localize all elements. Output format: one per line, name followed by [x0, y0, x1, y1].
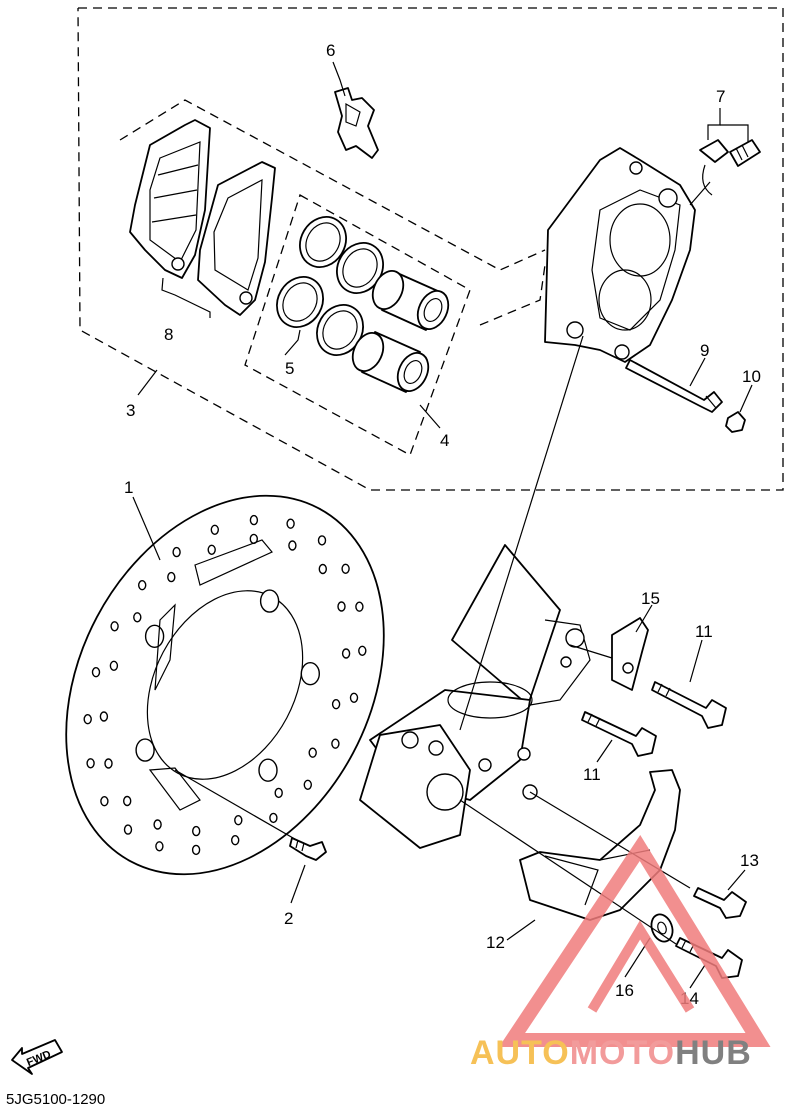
guard-bolt-upper[interactable] [581, 711, 657, 757]
disc-vent-hole [122, 795, 132, 807]
watermark-logo: AUTOMOTOHUB [470, 835, 771, 1072]
callout-12: 12 [486, 933, 505, 952]
callout-8: 8 [164, 325, 173, 344]
disc-vent-hole [91, 667, 101, 678]
hose-guide[interactable] [611, 617, 649, 691]
disc-vent-hole [303, 779, 312, 790]
disc-vent-hole [288, 540, 297, 551]
disc-vent-hole [109, 660, 119, 671]
disc-vent-hole [331, 699, 341, 710]
disc-vent-hole [274, 787, 283, 799]
disc-vent-hole [207, 544, 216, 555]
front-fork-leg [359, 544, 591, 849]
pad-set-boundary [119, 99, 546, 271]
callout-10: 10 [742, 367, 761, 386]
disc-mount-boss [135, 738, 155, 762]
disc-vent-hole [286, 518, 295, 529]
disc-mount-boss [258, 758, 278, 782]
disc-mount-boss [300, 662, 320, 686]
disc-vent-hole [100, 796, 109, 807]
disc-vent-hole [308, 747, 317, 758]
disc-mount-boss [144, 624, 165, 648]
watermark-hub: HUB [675, 1034, 752, 1072]
callout-3: 3 [126, 401, 135, 420]
disc-vent-hole [358, 645, 367, 656]
disc-vent-hole [337, 601, 346, 612]
disc-vent-hole [331, 738, 340, 749]
disc-vent-hole [86, 758, 95, 769]
disc-vent-hole [318, 563, 327, 575]
disc-vent-hole [249, 514, 259, 526]
brake-pad-inner[interactable] [197, 161, 276, 316]
disc-vent-hole [341, 563, 350, 574]
disc-vent-hole [153, 819, 162, 830]
caliper-assembly-boundary [77, 7, 784, 491]
callout-15: 15 [641, 589, 660, 608]
brake-caliper-body[interactable] [544, 147, 696, 363]
svg-text:AUTOMOTOHUB: AUTOMOTOHUB [470, 1034, 752, 1072]
watermark-triangle [498, 835, 771, 1047]
callout-1: 1 [124, 478, 133, 497]
watermark-moto: MOTO [570, 1034, 675, 1072]
pin-plug-nut[interactable] [725, 411, 746, 433]
disc-vent-hole [349, 692, 359, 703]
disc-vent-hole [172, 546, 181, 558]
callout-11a: 11 [695, 622, 713, 641]
hose-guide-bolt[interactable] [651, 681, 727, 729]
callout-labels: 1 2 3 4 5 6 7 8 9 10 11 11 12 13 14 15 1… [124, 41, 761, 1008]
disc-vent-hole [341, 648, 351, 659]
callout-16: 16 [615, 981, 634, 1000]
pad-spring-part[interactable] [334, 87, 379, 159]
callout-9: 9 [700, 341, 709, 360]
caliper-pistons[interactable] [347, 266, 454, 396]
caliper-pin-bolt[interactable] [625, 359, 723, 413]
callout-6: 6 [326, 41, 335, 60]
disc-bolt[interactable] [289, 837, 327, 861]
piston-kit-boundary [244, 194, 471, 456]
brake-pad-outer[interactable] [129, 119, 211, 279]
leader-lines [132, 61, 753, 989]
disc-vent-hole [133, 612, 142, 623]
disc-vent-hole [137, 580, 147, 591]
forward-arrow: FWD [11, 1039, 63, 1075]
disc-vent-hole [191, 825, 201, 837]
disc-vent-hole [234, 815, 243, 826]
disc-vent-hole [210, 524, 220, 535]
brake-disc[interactable] [3, 440, 447, 929]
callout-11b: 11 [583, 765, 601, 784]
diagram-code: 5JG5100-1290 [6, 1091, 105, 1108]
disc-vent-hole [104, 758, 113, 769]
disc-vent-hole [269, 812, 278, 824]
guard-bolt-13[interactable] [693, 887, 747, 919]
disc-mount-boss [259, 589, 280, 613]
callout-13: 13 [740, 851, 759, 870]
disc-vent-hole [317, 535, 327, 546]
disc-vent-hole [230, 835, 240, 846]
disc-vent-hole [110, 621, 119, 632]
callout-5: 5 [285, 359, 294, 378]
disc-vent-hole [167, 571, 176, 583]
assembly-lines [174, 181, 711, 945]
disc-vent-hole [155, 841, 164, 852]
disc-vent-hole [83, 714, 92, 725]
collar-washer[interactable] [648, 911, 676, 944]
disc-vent-hole [123, 824, 133, 835]
bleed-screw[interactable] [699, 139, 761, 196]
disc-vent-hole [99, 711, 109, 722]
disc-vent-hole [191, 844, 201, 856]
piston-seals[interactable] [268, 208, 392, 363]
callout-2: 2 [284, 909, 293, 928]
watermark-auto: AUTO [470, 1034, 570, 1072]
callout-4: 4 [440, 431, 449, 450]
callout-7: 7 [716, 87, 725, 106]
disc-vent-hole [355, 601, 364, 612]
